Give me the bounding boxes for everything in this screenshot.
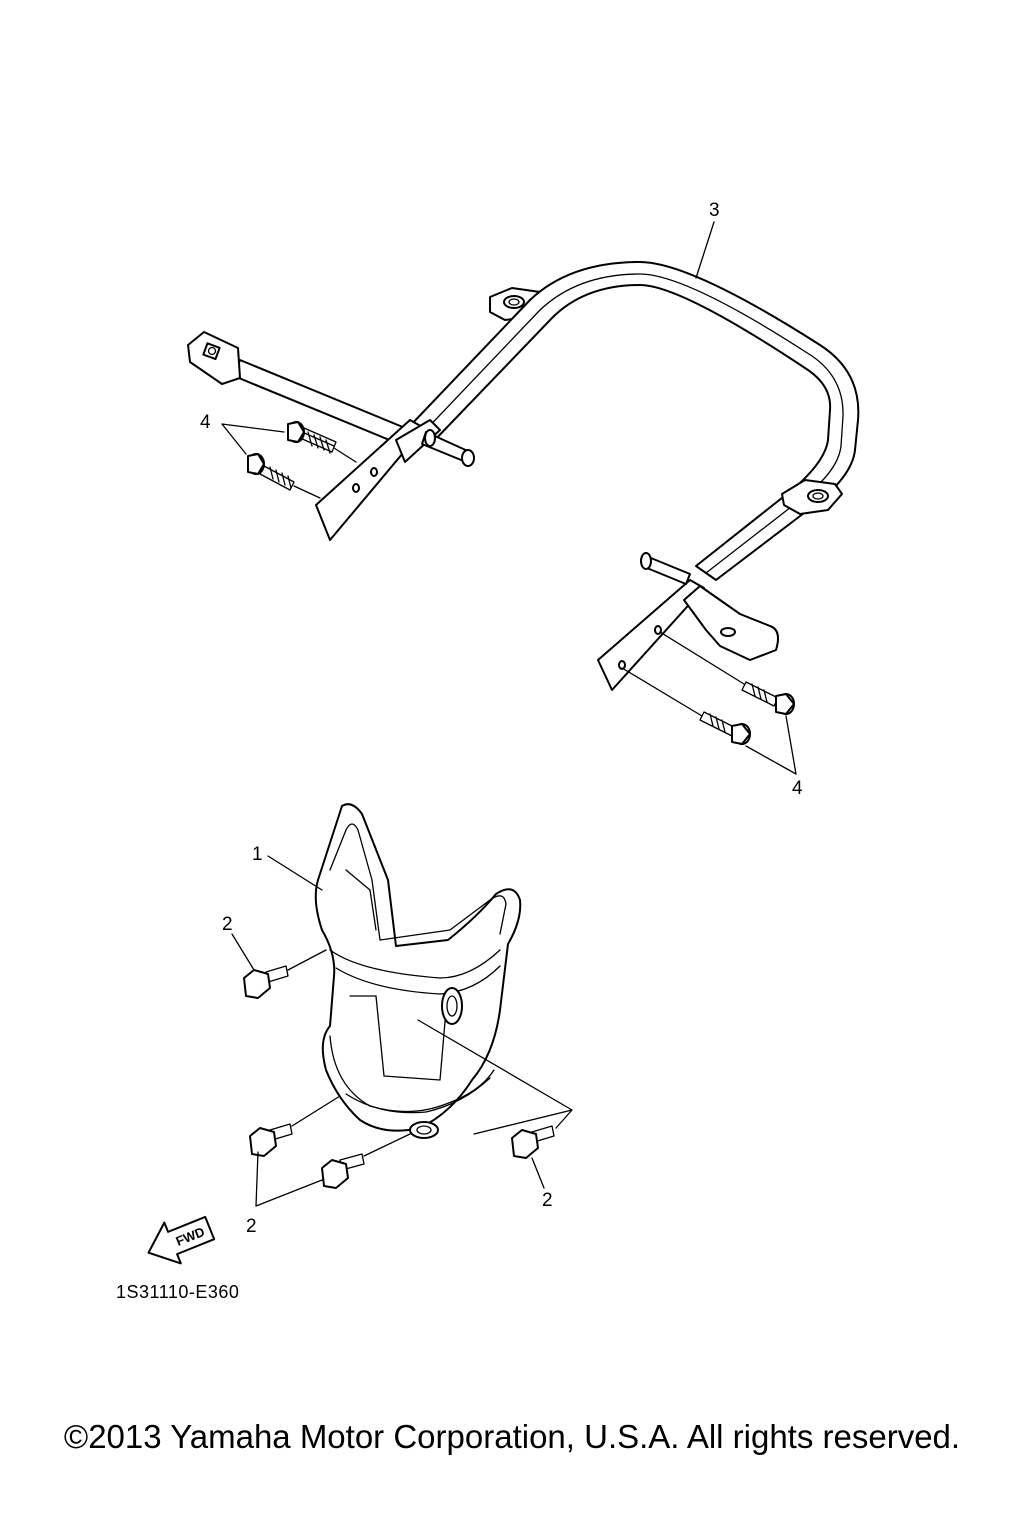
bolt-2-a bbox=[243, 965, 289, 999]
fwd-arrow: FWD bbox=[147, 1215, 216, 1265]
tab-hole bbox=[807, 489, 829, 503]
tube bbox=[407, 261, 860, 581]
rod-end-cap-right bbox=[683, 585, 779, 661]
bolt-2-d bbox=[511, 1125, 555, 1159]
leader-2-b bbox=[255, 1151, 323, 1207]
mount-boss-upper bbox=[441, 987, 463, 1025]
bolts-part-4: 4 4 3 bbox=[200, 200, 803, 799]
callout-2-c: 2 bbox=[542, 1190, 553, 1211]
leader-2-a bbox=[231, 933, 255, 971]
callout-4-lower: 4 bbox=[792, 778, 803, 799]
leader-2-c bbox=[531, 1157, 545, 1189]
callout-4-upper: 4 bbox=[200, 412, 211, 433]
fwd-arrow-shape bbox=[147, 1215, 216, 1265]
callout-2-b: 2 bbox=[246, 1216, 257, 1237]
callout-2-a: 2 bbox=[222, 914, 233, 935]
bolt-2-c bbox=[321, 1153, 365, 1189]
guard-bar-part-3 bbox=[187, 261, 860, 691]
left-rod bbox=[233, 359, 411, 447]
leader-1 bbox=[267, 855, 323, 891]
callout-1: 1 bbox=[252, 844, 263, 865]
diagram-code: 1S31110-E360 bbox=[116, 1282, 239, 1302]
bolt-4-upper-1 bbox=[287, 421, 337, 454]
callout-3: 3 bbox=[709, 200, 720, 221]
mount-boss-lower bbox=[409, 1121, 439, 1139]
upper-tab-right bbox=[781, 479, 843, 515]
copyright-text: ©2013 Yamaha Motor Corporation, U.S.A. A… bbox=[63, 1418, 961, 1455]
tab-hole bbox=[503, 295, 525, 309]
cover-panel-part-1: 1 bbox=[252, 803, 522, 1139]
bolt-2-b bbox=[249, 1123, 293, 1157]
bolt-4-lower-1 bbox=[741, 681, 795, 715]
leader-4-upper bbox=[221, 423, 285, 455]
leader-3 bbox=[695, 221, 715, 279]
cover-outline bbox=[314, 803, 522, 1132]
bolt-4-lower-2 bbox=[699, 711, 751, 745]
bolt-4-upper-2 bbox=[247, 453, 295, 491]
leader-4-lower bbox=[745, 715, 797, 775]
bolts-part-2: 2 2 2 bbox=[222, 914, 573, 1237]
